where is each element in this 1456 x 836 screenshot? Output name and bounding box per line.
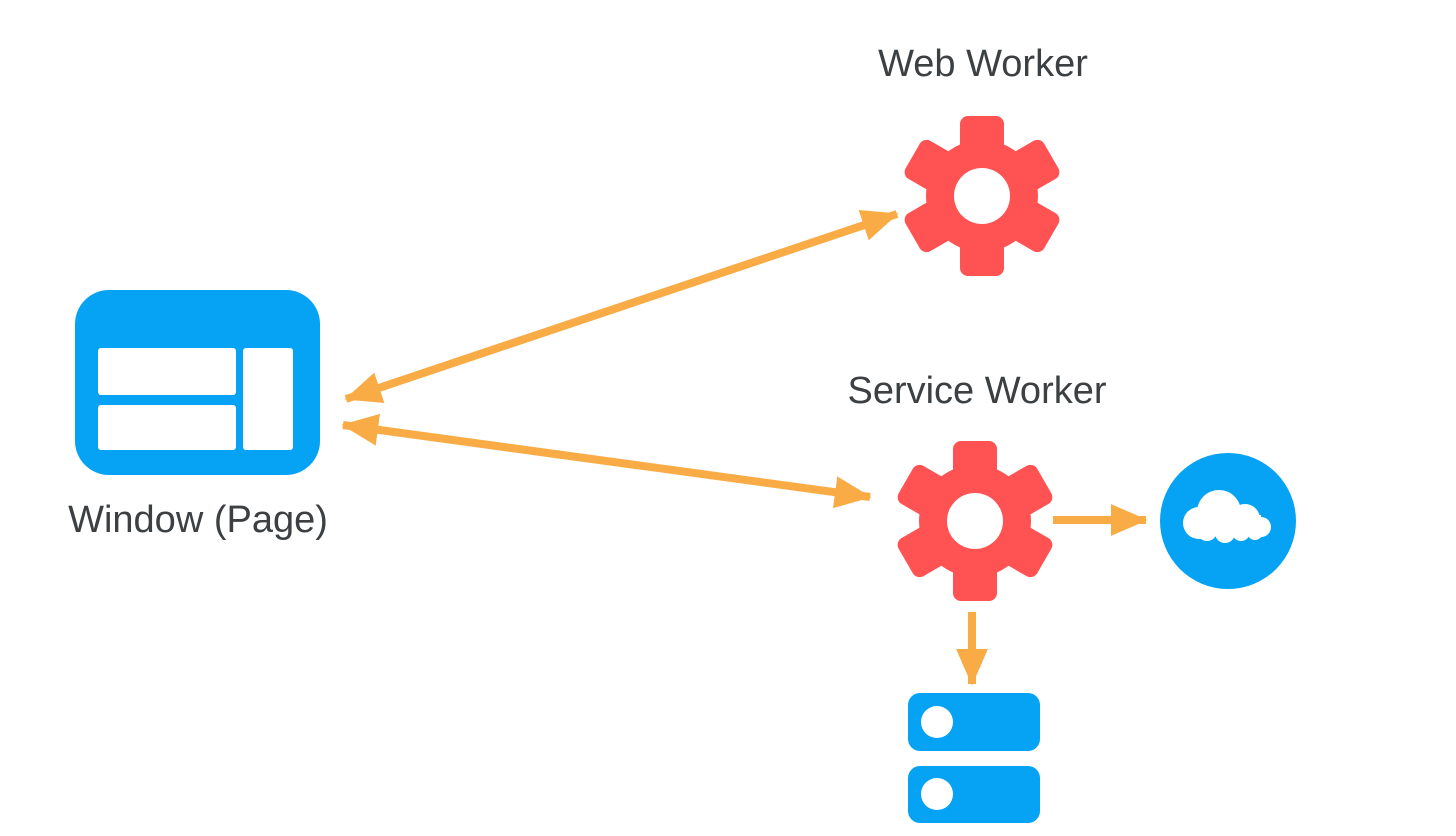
web-worker-label: Web Worker [878,43,1088,85]
browser-window-icon [75,290,320,475]
window-label: Window (Page) [68,499,328,541]
arrow-window-serviceworker [341,413,872,509]
web-worker-gear-icon [904,116,1060,276]
cloud-icon [1160,453,1296,589]
service-worker-gear-icon [897,441,1053,601]
service-worker-label: Service Worker [847,370,1107,412]
database-icon [908,693,1040,823]
